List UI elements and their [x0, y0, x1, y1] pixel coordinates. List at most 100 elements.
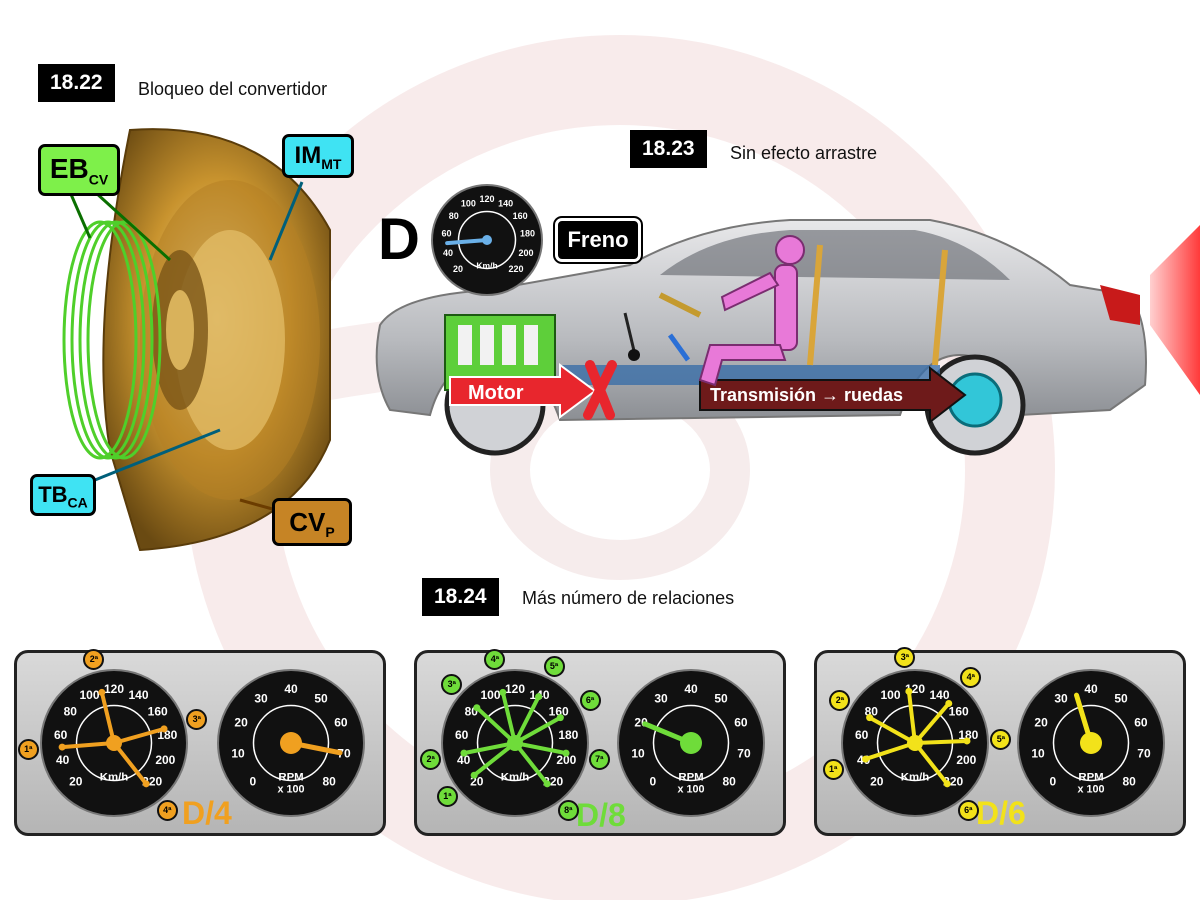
figure-title-18-22: Bloqueo del convertidor: [138, 79, 328, 99]
needle-hub: [907, 735, 923, 751]
gear-spoke-tip: [473, 704, 481, 712]
dial-unit-label: x 100: [277, 784, 304, 796]
callout-eb-main: EB: [49, 153, 89, 184]
dial-tick-label: 0: [1049, 774, 1056, 788]
gear-spoke-tip: [945, 699, 953, 707]
gear-spoke: [513, 715, 563, 745]
dial-tick-label: 60: [334, 716, 348, 730]
gear-spoke-tip: [499, 688, 507, 696]
dial-inner-ring: [1052, 704, 1130, 782]
gear-spoke: [867, 715, 917, 745]
gear-badge: 1ª: [822, 759, 844, 781]
dial-tick-label: 180: [558, 728, 578, 742]
dial-tick-label: 40: [457, 753, 471, 767]
dial-tick-label: 20: [69, 774, 83, 788]
callout-im-mt: IMMT: [282, 134, 354, 178]
clutch-disc-stack: [62, 220, 162, 460]
gear-badge: 5ª: [990, 729, 1012, 751]
dial-tick-label: 200: [956, 753, 976, 767]
panel-d8-label: D/8: [576, 797, 626, 833]
gear-badge: 6ª: [579, 690, 601, 712]
speed-needle: [445, 238, 489, 246]
transmission-arrow: [699, 365, 967, 425]
gear-badge: 2ª: [829, 690, 851, 712]
figure-title-18-23: Sin efecto arrastre: [730, 143, 878, 163]
gear-badge: 1ª: [436, 785, 458, 807]
dial-tick-label: 200: [155, 753, 175, 767]
gear-spoke-tip: [543, 780, 551, 788]
needle-hub: [280, 732, 302, 754]
dial-tick-label: 160: [949, 704, 969, 718]
dial-inner-ring: [457, 210, 517, 270]
gear-badge: 4ª: [156, 800, 178, 822]
dial-tick-label: 30: [254, 691, 268, 705]
gear-spoke-tip: [963, 737, 971, 745]
dial-tick-label: 140: [498, 199, 513, 209]
seats: [807, 244, 948, 366]
gear-spoke: [863, 741, 917, 762]
gear-spoke: [906, 689, 917, 745]
dial-tick-label: 70: [1137, 747, 1151, 761]
gear-spoke: [913, 738, 969, 745]
dial-unit-label: Km/h: [476, 261, 497, 271]
gear-badge: 2ª: [83, 648, 105, 670]
dial-tick-label: 40: [684, 682, 698, 696]
dial-tick-label: 180: [958, 728, 978, 742]
needle-hub: [680, 732, 702, 754]
gear-badge: 6ª: [957, 800, 979, 822]
driver-figure: [698, 235, 805, 387]
callout-cv-sub: P: [325, 524, 335, 541]
dial-tick-label: 10: [1031, 747, 1045, 761]
gear-spoke: [513, 694, 541, 745]
gear-badge: 3ª: [441, 674, 463, 696]
dial-tick-label: 0: [649, 774, 656, 788]
dial-tick-label: 40: [443, 248, 453, 258]
needle-hub: [507, 735, 523, 751]
dial-tick-label: 20: [870, 774, 884, 788]
dial-tick-label: 50: [714, 691, 728, 705]
gear-spoke: [500, 690, 517, 745]
dial-tick-label: 100: [79, 688, 99, 702]
dial-tick-label: 20: [453, 264, 463, 274]
gear-spoke: [913, 741, 950, 786]
callout-im-main: IM: [294, 142, 322, 169]
dial-tick-label: 160: [513, 211, 528, 221]
callout-tb-ca: TBCA: [30, 474, 96, 516]
dial-inner-ring: [252, 704, 330, 782]
gear-badge: 5ª: [543, 655, 565, 677]
gear-spoke: [461, 741, 517, 756]
motor-label: Motor: [468, 382, 524, 404]
dial-inner-ring: [75, 704, 153, 782]
gear-spoke-tip: [470, 771, 478, 779]
dial-tick-label: 70: [337, 747, 351, 761]
dial-tick-label: 10: [631, 747, 645, 761]
dial-tick-label: 120: [104, 682, 124, 696]
callout-tb-sub: CA: [67, 494, 88, 511]
dial-tick-label: 80: [449, 211, 459, 221]
dial-tick-label: 100: [480, 688, 500, 702]
dial-tick-label: 40: [1084, 682, 1098, 696]
gear-spoke-tip: [535, 693, 543, 701]
gear-spoke-tip: [943, 780, 951, 788]
dial-tick-label: 60: [54, 728, 68, 742]
gear-badge: 4ª: [484, 648, 506, 670]
dial-tick-label: 80: [1123, 774, 1137, 788]
dial-tick-label: 60: [855, 728, 869, 742]
dial-tick-label: 140: [929, 688, 949, 702]
brake-callout: Freno: [555, 218, 641, 262]
torque-converter-illustration: [62, 128, 331, 552]
gear-spoke-tip: [905, 687, 913, 695]
dial-tick-label: 60: [441, 229, 451, 239]
needle-hub: [1080, 732, 1102, 754]
figure-title-18-24: Más número de relaciones: [522, 588, 735, 608]
figure-number-18-24: 18.24: [422, 578, 499, 616]
gear-badge: 4ª: [960, 667, 982, 689]
gear-spoke: [474, 705, 517, 745]
gear-badge: 1ª: [17, 739, 39, 761]
